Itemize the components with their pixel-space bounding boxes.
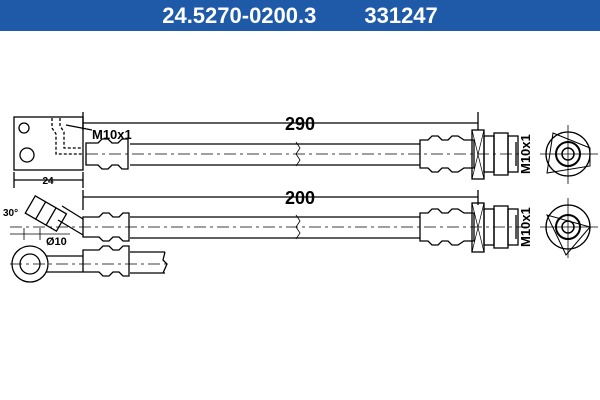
eye-diameter-label: Ø10 [46,236,67,248]
mounting-bracket [13,116,84,171]
banjo-side-view [10,245,170,283]
left-fitting [85,138,129,170]
top-hose [13,112,598,188]
length-200-label: 200 [285,188,315,208]
ref-number: 331247 [364,2,438,28]
part-number: 24.5270-0200.3 [162,2,317,28]
title-bar: 24.5270-0200.3 331247 [0,0,600,31]
angle-label: 30° [3,208,18,219]
length-290-label: 290 [285,114,315,134]
right-fitting [419,135,475,173]
thread-label-right-bottom: M10x1 [518,207,533,247]
bracket-width-label: 24 [42,176,54,187]
thread-label-left: M10x1 [92,127,132,142]
bottom-hose [10,190,598,258]
thread-label-right-top: M10x1 [518,134,533,174]
